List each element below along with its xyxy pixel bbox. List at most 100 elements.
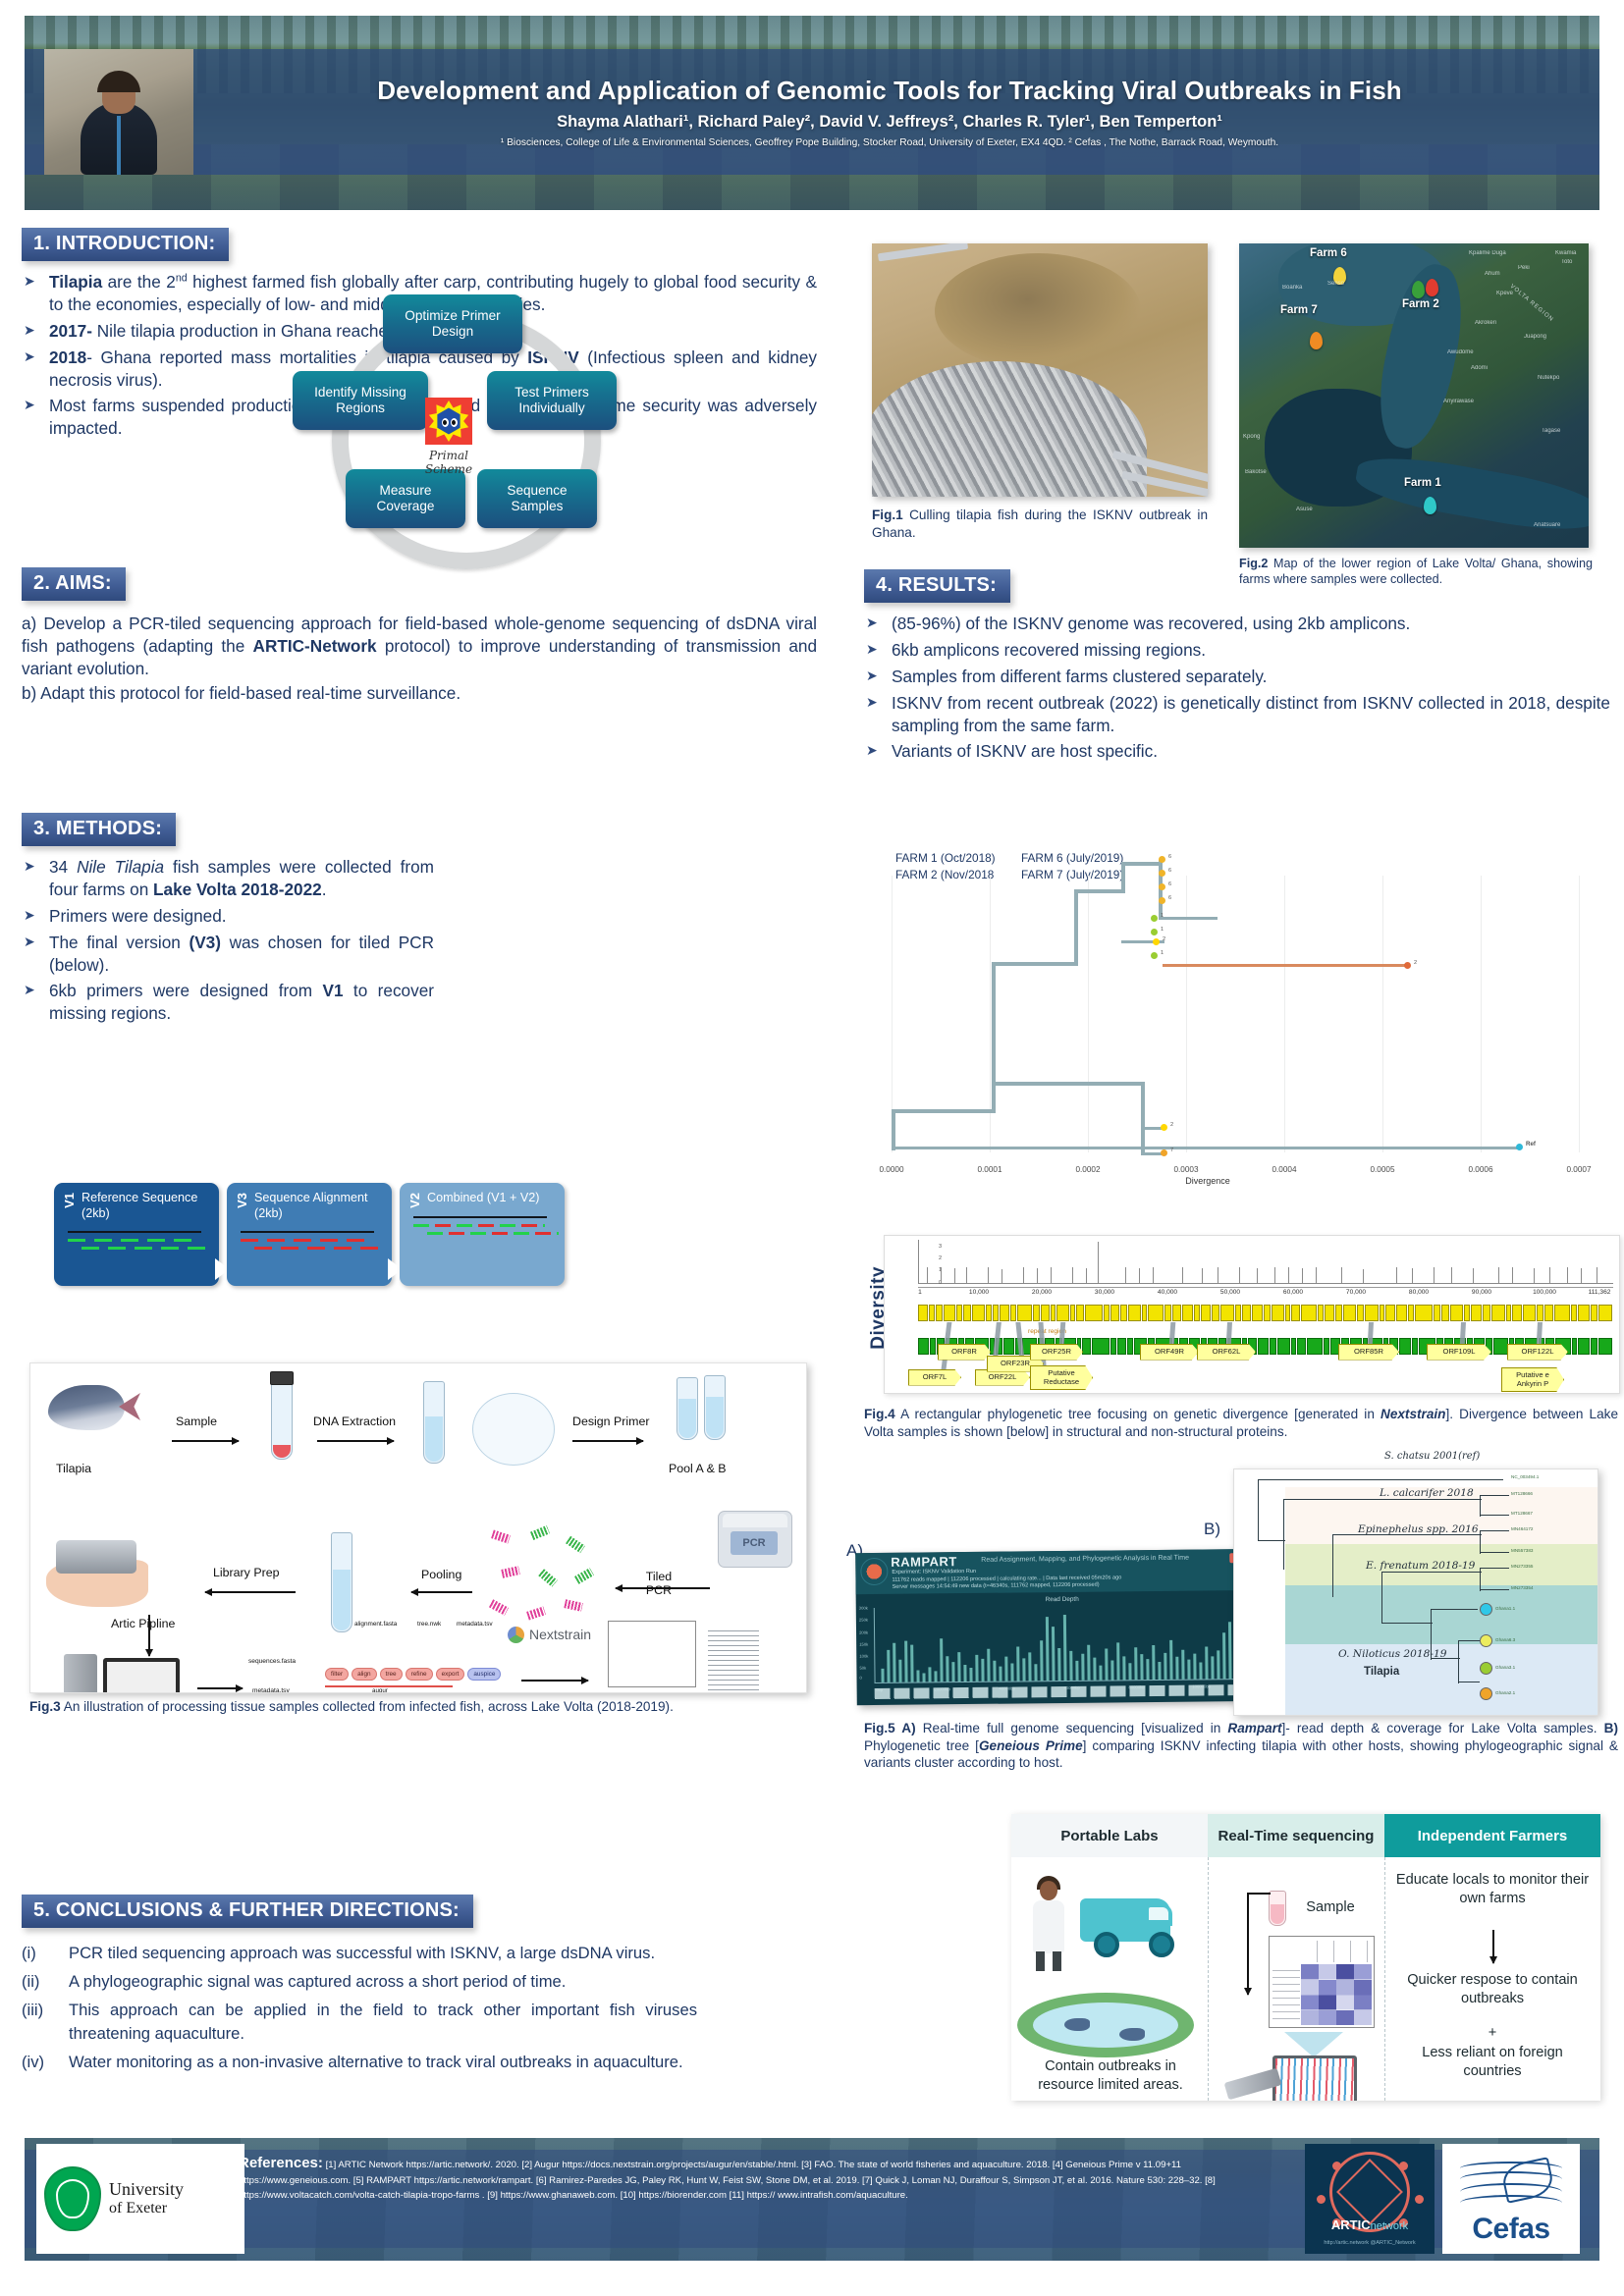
arrow-icon bbox=[317, 1437, 395, 1444]
cycle-step-identify-missing-regions[interactable]: Identify Missing Regions bbox=[293, 371, 428, 430]
primer-version-panels: V1 Reference Sequence (2kb) V3 Sequence … bbox=[54, 1183, 565, 1286]
orf-callout-putative-reductase[interactable]: Putative Reductase bbox=[1030, 1365, 1093, 1390]
augur-step-align[interactable]: align bbox=[352, 1668, 377, 1681]
cycle-step-measure-coverage[interactable]: Measure Coverage bbox=[346, 469, 465, 528]
tip-dot-ghana1 bbox=[1480, 1603, 1492, 1616]
genome-scale-axis: 1 10,000 20,000 30,000 40,000 50,000 60,… bbox=[918, 1287, 1613, 1301]
pond-icon bbox=[1017, 1993, 1194, 2057]
orf-callout-orf23r[interactable]: ORF23R bbox=[987, 1356, 1044, 1372]
y-axis-tick: 3 bbox=[939, 1244, 943, 1250]
augur-step-export[interactable]: export bbox=[435, 1668, 465, 1681]
fig2-caption-text: Map of the lower region of Lake Volta/ G… bbox=[1239, 557, 1593, 587]
artic-url: http://artic.network @ARTIC_Network bbox=[1324, 2240, 1416, 2246]
fig1-caption-text: Culling tilapia fish during the ISKNV ou… bbox=[872, 507, 1208, 540]
genome-tick: 1 bbox=[918, 1289, 922, 1296]
orf-callout-orf8r[interactable]: ORF8R bbox=[938, 1344, 991, 1361]
impact-caption-col1: Contain outbreaks in resource limited ar… bbox=[1038, 2058, 1183, 2093]
fig3-label-library-prep: Library Prep bbox=[213, 1566, 280, 1579]
genome-tick: 111,362 bbox=[1588, 1289, 1611, 1296]
map-region-label: VOLTA REGION bbox=[1508, 283, 1555, 324]
map-pin-farm1[interactable] bbox=[1424, 497, 1436, 514]
genome-tick: 90,000 bbox=[1471, 1289, 1492, 1296]
genome-tick: 20,000 bbox=[1031, 1289, 1053, 1296]
map-place-label: Ahum bbox=[1485, 271, 1500, 277]
list-item: Primers were designed. bbox=[22, 905, 434, 928]
list-item: 6kb primers were designed from V1 to rec… bbox=[22, 980, 434, 1025]
clade-label-epinephelus: Epinephelus spp. 2016 bbox=[1358, 1523, 1479, 1535]
tree-reference-label: Ref bbox=[1526, 1141, 1536, 1148]
augur-step-auspice[interactable]: auspice bbox=[467, 1668, 502, 1681]
tree-tip-farm1 bbox=[1151, 929, 1158, 935]
accession-label: Ghana2.1 bbox=[1495, 1690, 1516, 1695]
genome-tick: 10,000 bbox=[968, 1289, 990, 1296]
orf-callout-orf109l[interactable]: ORF109L bbox=[1427, 1344, 1491, 1361]
fig2-caption: Fig.2 Map of the lower region of Lake Vo… bbox=[1239, 556, 1593, 588]
map-place-label: Adomi bbox=[1471, 365, 1489, 371]
impact-header-portable-labs: Portable Labs bbox=[1011, 1814, 1208, 1857]
map-pin-farm2-green[interactable] bbox=[1412, 281, 1425, 298]
nextstrain-wordmark: Nextstrain bbox=[529, 1627, 592, 1642]
map-label-farm2: Farm 2 bbox=[1402, 298, 1439, 310]
read-depth-chart: 0 50k 100k 150k 200k 250k 300k 0bp 20000… bbox=[859, 1603, 1258, 1692]
orf-callout-orf122l[interactable]: ORF122L bbox=[1507, 1344, 1568, 1361]
fig4-farm-legend: FARM 1 (Oct/2018)FARM 6 (July/2019) FARM… bbox=[895, 850, 1147, 883]
y-axis-tick: 150k bbox=[859, 1641, 869, 1647]
list-item-number: (i) bbox=[22, 1944, 36, 1962]
y-axis-tick: 2 bbox=[939, 1255, 943, 1261]
network-icon bbox=[1329, 2152, 1410, 2233]
primal-scheme-logo-group: Primal Scheme bbox=[410, 398, 487, 476]
fig5b-geneious-tree: NC_003494.1 L. calcarifer 2018 MT128666 … bbox=[1233, 1468, 1598, 1716]
tree-tip-farm1 bbox=[1151, 915, 1158, 922]
x-axis-tick: 0.0007 bbox=[1566, 1165, 1592, 1174]
list-item: Tilapia are the 2nd highest farmed fish … bbox=[22, 271, 817, 316]
list-item: (iii)This approach can be applied in the… bbox=[22, 1999, 1003, 2046]
version-tag: V2 bbox=[407, 1193, 422, 1208]
rampart-header: RAMPART Read Assignment, Mapping, and Ph… bbox=[855, 1548, 1269, 1595]
accession-label: MN273354 bbox=[1511, 1585, 1534, 1590]
fig3-label-tilapia: Tilapia bbox=[56, 1462, 92, 1475]
orf-callout-orf62l[interactable]: ORF62L bbox=[1197, 1344, 1256, 1361]
orf-callout-orf85r[interactable]: ORF85R bbox=[1338, 1344, 1399, 1361]
page-title: Development and Application of Genomic T… bbox=[377, 76, 1402, 105]
augur-step-tree[interactable]: tree bbox=[379, 1668, 403, 1681]
orf-callout-orf7l[interactable]: ORF7L bbox=[908, 1369, 961, 1386]
y-axis-tick: 0 bbox=[939, 1280, 943, 1286]
clade-label-efrenatum: E. frenatum 2018-19 bbox=[1366, 1560, 1476, 1572]
fig5-caption-t1: Real-time full genome sequencing [visual… bbox=[915, 1721, 1228, 1735]
fig3-caption: Fig.3 An illustration of processing tiss… bbox=[29, 1698, 805, 1716]
rampart-server-message: new data (t=46340s, 111762 mapped, 11220… bbox=[958, 1581, 1100, 1590]
section-heading-results: 4. RESULTS: bbox=[864, 569, 1010, 603]
x-axis-label: Divergence bbox=[1185, 1176, 1230, 1186]
orf-callout-orf25r[interactable]: ORF25R bbox=[1030, 1344, 1083, 1361]
impact-text-less-reliant: Less reliant on foreign countries bbox=[1422, 2045, 1563, 2079]
x-axis-tick: 0.0006 bbox=[1468, 1165, 1493, 1174]
cycle-step-sequence-samples[interactable]: Sequence Samples bbox=[477, 469, 597, 528]
cycle-step-optimize-primer-design[interactable]: Optimize Primer Design bbox=[383, 294, 522, 353]
tree-tip-labels bbox=[708, 1630, 759, 1692]
orf-callout-orf49r[interactable]: ORF49R bbox=[1140, 1344, 1199, 1361]
augur-step-refine[interactable]: refine bbox=[405, 1668, 433, 1681]
orf-callout-putative-ankyrin[interactable]: Putative e Ankyrin P bbox=[1501, 1367, 1564, 1392]
fig3-label-tree-nwk: tree.nwk bbox=[417, 1621, 442, 1628]
fig1-caption-label: Fig.1 bbox=[872, 507, 903, 522]
list-item: 34 Nile Tilapia fish samples were collec… bbox=[22, 856, 434, 901]
map-pin-farm6[interactable] bbox=[1333, 267, 1346, 285]
scientist-icon bbox=[1027, 1875, 1070, 1971]
cycle-step-test-primers[interactable]: Test Primers Individually bbox=[487, 371, 617, 430]
fig1-caption: Fig.1 Culling tilapia fish during the IS… bbox=[872, 507, 1208, 541]
tree-tip-farm6 bbox=[1159, 856, 1165, 863]
tree-tip-farm7 bbox=[1161, 1149, 1167, 1156]
map-pin-farm2-red[interactable] bbox=[1426, 279, 1438, 296]
clade-sublabel-tilapia: Tilapia bbox=[1364, 1666, 1400, 1678]
fig5-caption-blabel: B) bbox=[1603, 1721, 1618, 1735]
augur-step-filter[interactable]: filter bbox=[325, 1668, 350, 1681]
references-text: [1] ARTIC Network https://artic.network/… bbox=[239, 2160, 1216, 2202]
map-place-label: Kpalime Duga bbox=[1469, 250, 1506, 256]
map-pin-farm7[interactable] bbox=[1310, 332, 1323, 349]
map-place-label: Boanka bbox=[1282, 285, 1303, 291]
list-item: (iv)Water monitoring as a non-invasive a… bbox=[22, 2051, 1003, 2074]
genome-tick: 50,000 bbox=[1219, 1289, 1241, 1296]
aims-text-b: b) Adapt this protocol for field-based r… bbox=[22, 683, 461, 704]
